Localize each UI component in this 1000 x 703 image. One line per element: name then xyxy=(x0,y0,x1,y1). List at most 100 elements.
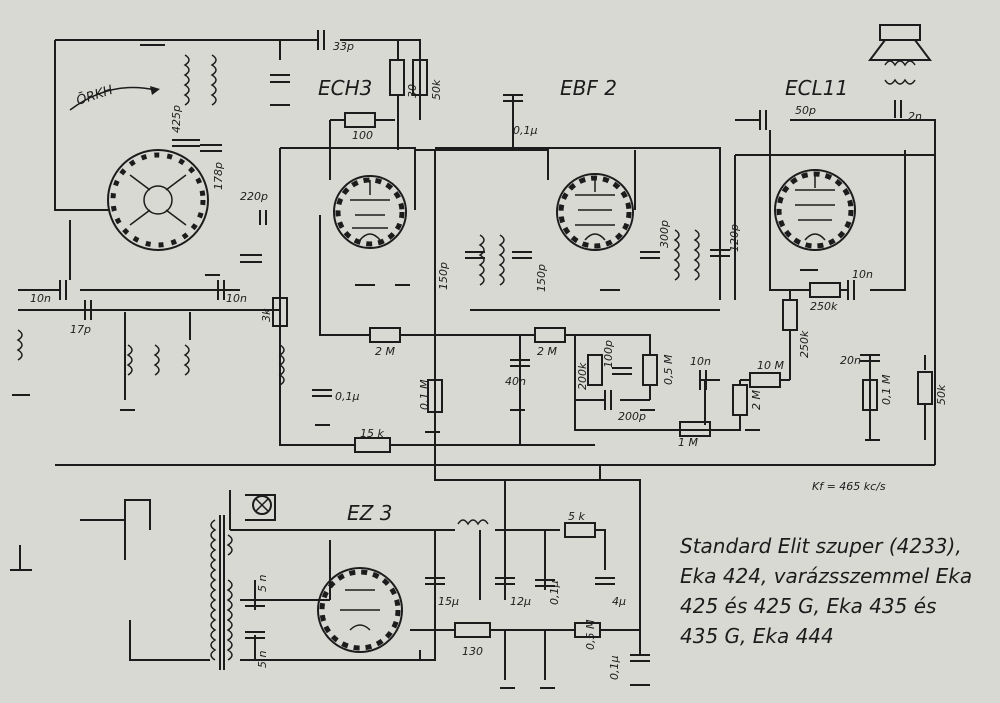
if-coil-1a xyxy=(478,234,485,286)
cap-5n-a xyxy=(245,599,265,607)
label-c200p: 200p xyxy=(618,410,646,423)
label-kf: Kf = 465 kc/s xyxy=(812,480,886,493)
cap-150p-a xyxy=(465,251,485,259)
label-ech3: ECH3 xyxy=(318,76,372,100)
resistor-05M-a xyxy=(642,354,658,386)
caption-line-1: Standard Elit szuper (4233), xyxy=(680,534,962,558)
label-c2n: 2n xyxy=(908,110,922,123)
resistor-10M xyxy=(749,372,781,388)
ground-marks xyxy=(10,44,880,689)
resistor-01M xyxy=(427,379,443,413)
caption-line-4: 435 G, Eka 444 xyxy=(680,624,834,648)
label-r15k: 15 k xyxy=(360,427,384,440)
label-band-selector: ŌRKH xyxy=(75,83,116,109)
resistor-3k xyxy=(272,297,288,327)
coil-lw-c xyxy=(183,344,190,376)
resistor-50k-out xyxy=(917,371,933,405)
cap-01u-top xyxy=(503,94,523,102)
if-coil-1b xyxy=(498,234,505,286)
resistor-200k xyxy=(587,354,603,386)
trimmer-cap-mid xyxy=(240,254,262,263)
tube-ecl11 xyxy=(774,169,856,251)
resistor-2M-a xyxy=(369,327,401,343)
cap-150p-b xyxy=(512,251,532,259)
coil-lw-b xyxy=(153,344,160,376)
label-r01M: 0,1 M xyxy=(418,379,431,410)
label-c50p: 50p xyxy=(795,104,816,117)
resistors xyxy=(272,59,933,638)
cap-17p xyxy=(84,300,92,320)
label-c100p: 100p xyxy=(602,340,615,368)
label-c01u-top: 0,1µ xyxy=(513,124,538,137)
tube-ebf2 xyxy=(556,173,634,251)
label-c12u: 12µ xyxy=(510,595,531,608)
potentiometer-01M xyxy=(862,379,878,411)
label-c5n-a: 5 n xyxy=(256,575,269,592)
tube-ech3 xyxy=(333,175,407,249)
trimmer-cap-top xyxy=(270,74,290,83)
filter-choke xyxy=(457,519,489,526)
cap-178p xyxy=(200,144,222,152)
label-r2M-a: 2 M xyxy=(375,345,395,358)
cap-4u xyxy=(595,577,615,585)
label-r50k-out: 50k xyxy=(935,384,948,405)
resistor-2M-b xyxy=(534,327,566,343)
cap-220p xyxy=(259,210,267,225)
cap-2n xyxy=(894,100,902,118)
label-33p: 33p xyxy=(333,40,354,53)
label-r100: 100 xyxy=(352,129,373,142)
label-r05M-a: 0,5 M xyxy=(662,354,675,385)
label-r200k: 200k xyxy=(576,362,589,390)
label-c120p: 120p xyxy=(728,224,741,252)
label-r5k: 5 k xyxy=(568,510,585,523)
label-c300p: 300p xyxy=(658,220,671,248)
tube-ez3 xyxy=(317,567,403,653)
if-coil-2a xyxy=(673,229,680,281)
label-r50k-top: 50k xyxy=(430,79,443,100)
label-c17p: 17p xyxy=(70,323,91,336)
cap-01u-psu xyxy=(535,579,555,587)
resistor-250k-h xyxy=(809,282,841,298)
label-p01M: 0,1 M xyxy=(880,374,893,405)
label-c01u-bot: 0,1µ xyxy=(608,656,621,681)
cap-200p xyxy=(604,390,612,410)
resistor-30 xyxy=(389,59,405,96)
pilot-lamp xyxy=(252,495,272,515)
label-c15u: 15µ xyxy=(438,595,459,608)
cap-15u xyxy=(425,577,445,585)
cap-10n-b xyxy=(699,370,707,390)
cap-01u-mid xyxy=(312,389,332,397)
label-c10n-ecl: 10n xyxy=(852,268,873,281)
label-c150p-b: 150p xyxy=(535,264,548,292)
cap-5n-b xyxy=(245,631,265,639)
if-coil-2b xyxy=(693,229,700,281)
label-c178p: 178p xyxy=(212,162,225,190)
tubes xyxy=(69,24,932,653)
label-ecl11: ECL11 xyxy=(785,76,848,100)
label-c220p: 220p xyxy=(240,190,268,203)
label-c01u-psu: 0,1µ xyxy=(548,581,561,606)
coil-osc-a xyxy=(183,54,190,106)
label-c4u: 4µ xyxy=(612,595,626,608)
label-r250k-h: 250k xyxy=(810,300,838,313)
output-transformer xyxy=(884,60,916,85)
label-r2M-b: 2 M xyxy=(537,345,557,358)
band-switch xyxy=(69,86,209,251)
capacitors xyxy=(59,30,902,662)
label-r130: 130 xyxy=(462,645,483,658)
cap-100p xyxy=(612,367,632,375)
cap-300p xyxy=(640,251,660,259)
cap-12u xyxy=(495,577,515,585)
resistor-50k-top xyxy=(412,59,428,96)
label-c425p: 425p xyxy=(170,105,183,133)
label-c01u-mid: 0,1µ xyxy=(335,390,360,403)
labels: ECH3 EBF 2 ECL11 EZ 3 ŌRKH 33p 30 50k 10… xyxy=(30,40,948,680)
resistor-2M-c xyxy=(732,384,748,416)
cap-10n-ant xyxy=(59,280,67,300)
label-ez3: EZ 3 xyxy=(347,501,392,525)
caption-line-2: Eka 424, varázsszemmel Eka xyxy=(680,564,972,588)
cap-120p xyxy=(710,249,730,257)
coil-osc-b xyxy=(210,54,217,106)
label-c40n: 40n xyxy=(505,375,526,388)
label-c5n-b: 5 n xyxy=(256,651,269,668)
